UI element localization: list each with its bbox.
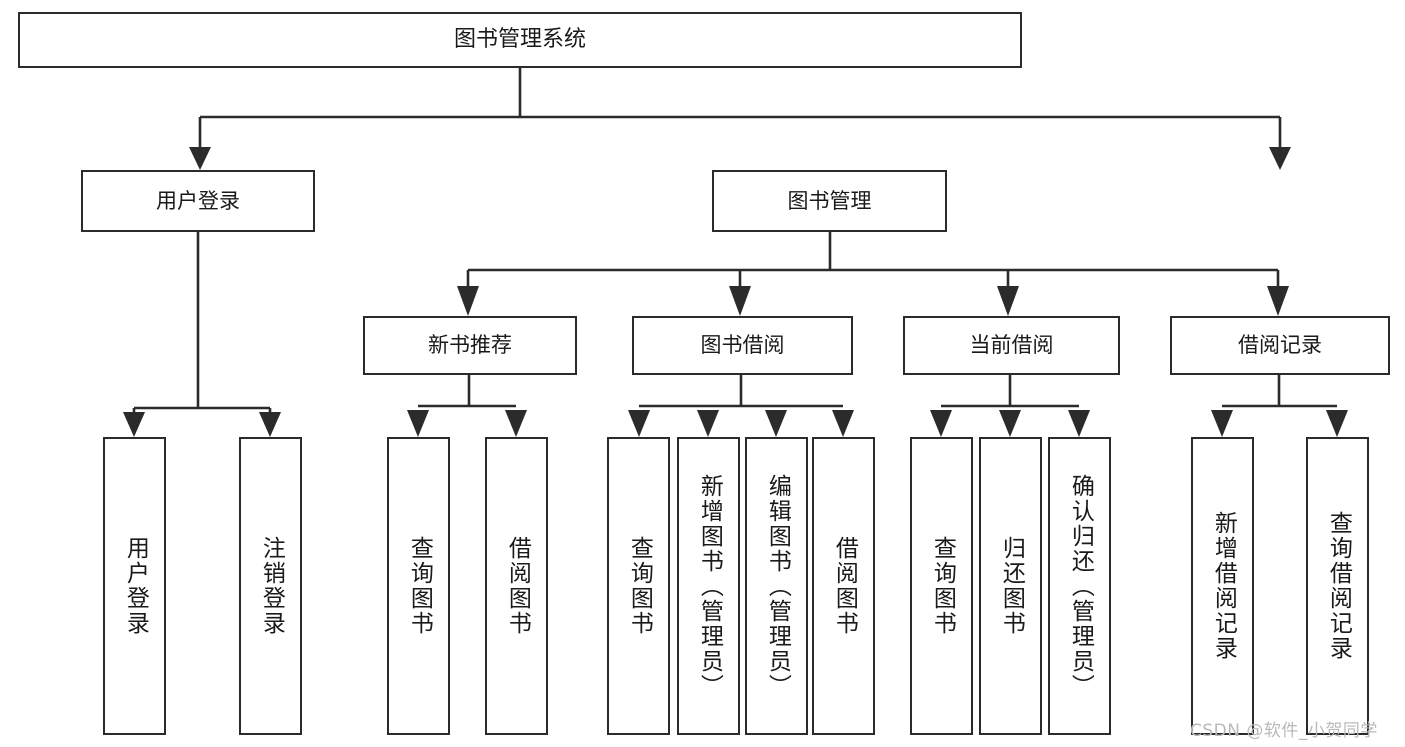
node-label: 查询图书 [626,536,653,636]
node-label: 归还图书 [998,536,1025,636]
node-label: 图书借阅 [700,333,785,358]
node-label: 用户登录 [122,536,149,636]
node-label: 查询图书 [929,536,956,636]
leaf-new-book-borrow[interactable]: 借阅图书 [485,437,548,735]
watermark-text: CSDN @软件_小贺同学 [1190,721,1378,741]
leaf-book-borrow-edit[interactable]: 编辑图书（管理员） [745,437,808,735]
leaf-borrow-record-query[interactable]: 查询借阅记录 [1306,437,1369,735]
node-label: 编辑图书（管理员） [764,473,791,699]
node-label: 查询图书 [406,536,433,636]
node-label: 新增图书（管理员） [696,473,723,699]
leaf-current-borrow-return[interactable]: 归还图书 [979,437,1042,735]
leaf-book-borrow-add[interactable]: 新增图书（管理员） [677,437,740,735]
node-label: 借阅图书 [504,536,531,636]
leaf-current-borrow-confirm-return[interactable]: 确认归还（管理员） [1048,437,1111,735]
node-label: 借阅记录 [1238,333,1322,358]
leaf-borrow-record-add[interactable]: 新增借阅记录 [1191,437,1254,735]
leaf-new-book-query[interactable]: 查询图书 [387,437,450,735]
node-label: 查询借阅记录 [1325,511,1352,661]
node-borrow-record[interactable]: 借阅记录 [1170,316,1390,375]
node-root-book-management-system[interactable]: 图书管理系统 [18,12,1022,68]
node-label: 新增借阅记录 [1210,511,1237,661]
leaf-book-borrow-query[interactable]: 查询图书 [607,437,670,735]
node-label: 图书管理系统 [453,27,586,53]
node-label: 借阅图书 [831,536,858,636]
node-book-borrow[interactable]: 图书借阅 [632,316,853,375]
node-current-borrow[interactable]: 当前借阅 [903,316,1120,375]
node-label: 新书推荐 [428,333,512,358]
leaf-user-login-login[interactable]: 用户登录 [103,437,166,735]
node-new-book-recommend[interactable]: 新书推荐 [363,316,577,375]
node-label: 当前借阅 [969,333,1054,358]
node-user-login[interactable]: 用户登录 [81,170,315,232]
leaf-book-borrow-borrow[interactable]: 借阅图书 [812,437,875,735]
node-label: 注销登录 [258,536,285,636]
node-label: 确认归还（管理员） [1067,473,1094,699]
node-label: 用户登录 [156,188,240,213]
leaf-current-borrow-query[interactable]: 查询图书 [910,437,973,735]
node-book-management[interactable]: 图书管理 [712,170,947,232]
node-label: 图书管理 [787,188,872,213]
leaf-user-login-logout[interactable]: 注销登录 [239,437,302,735]
